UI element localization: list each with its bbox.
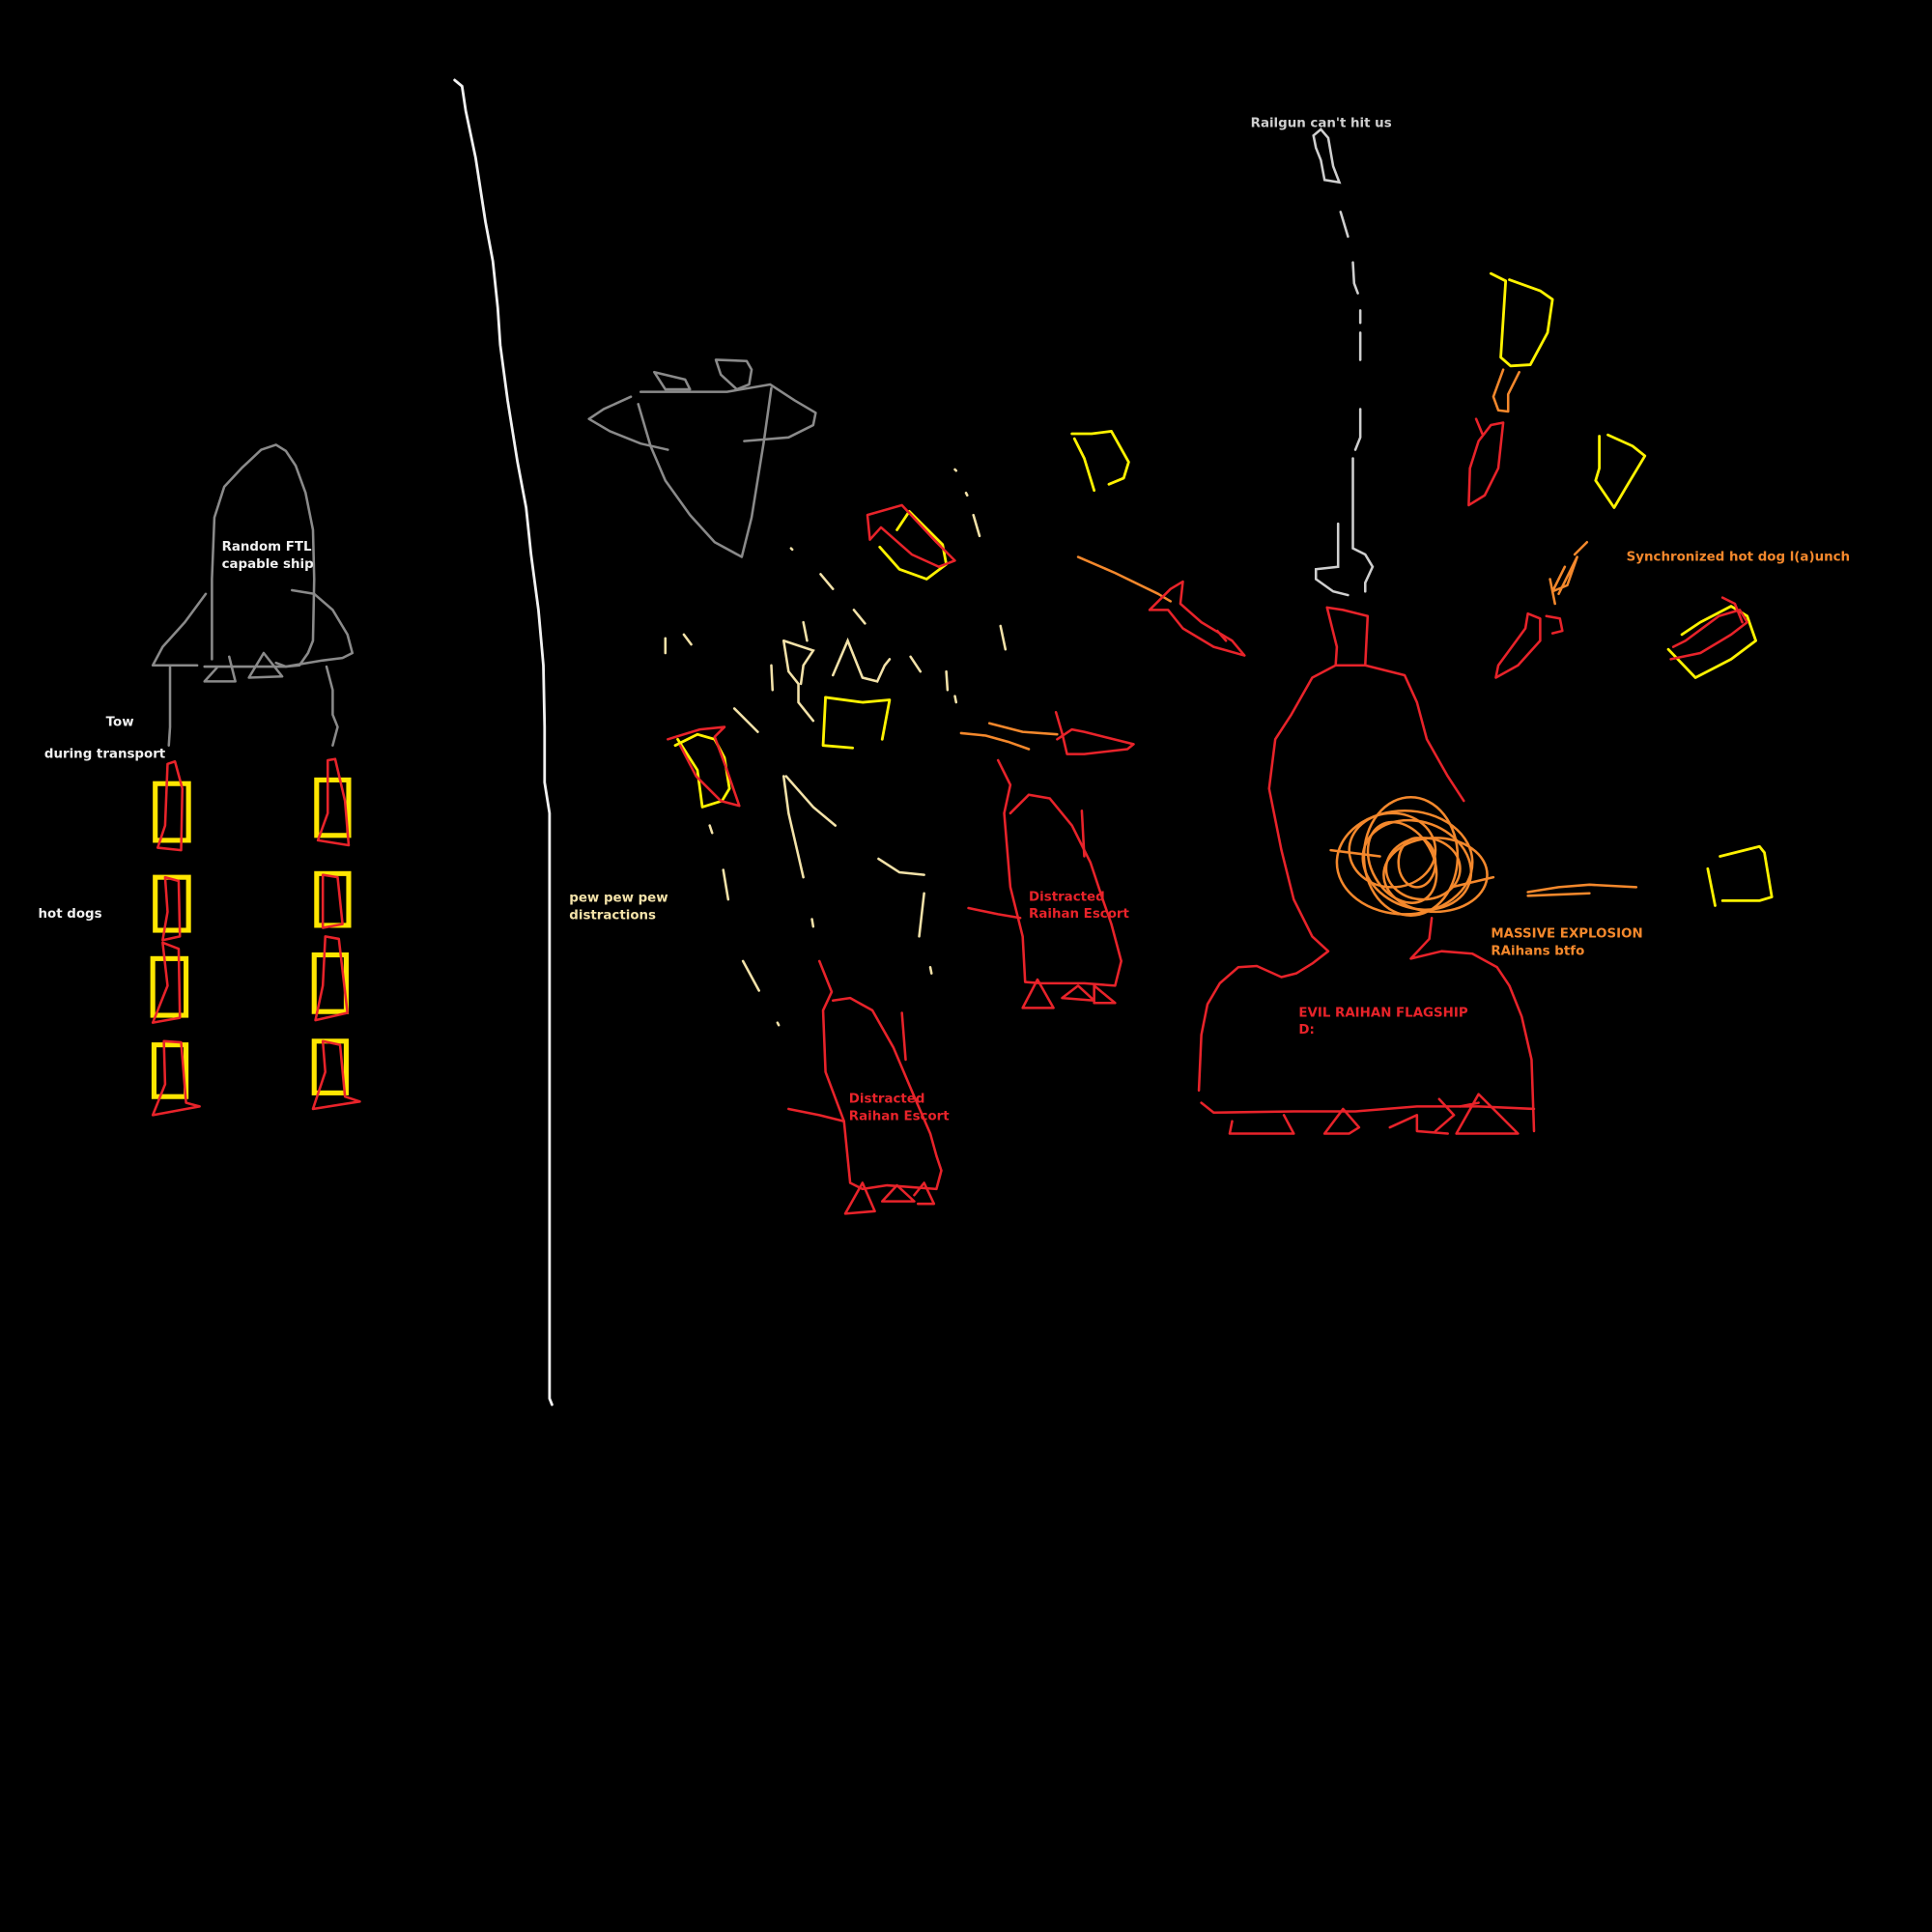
yellow-scribbles [673,271,1774,907]
divider-line [453,78,554,1406]
label-escort2-1: Distracted [849,1093,925,1107]
pew-lines [664,468,1008,1027]
label-escort1-2: Raihan Escort [1029,907,1129,922]
ftl-ship [151,443,355,747]
label-pew-1: pew pew pew [569,892,668,906]
label-hot-dogs: hot dogs [39,907,102,922]
railgun [1312,128,1375,597]
label-flagship-2: D: [1298,1023,1314,1037]
label-explosion-2: RAihans btfo [1491,945,1584,959]
label-pew-2: distractions [569,909,656,923]
label-railgun: Railgun can't hit us [1251,116,1392,130]
label-tow: Tow [106,715,134,729]
hot-dogs-left [150,759,201,1117]
label-ftl-ship-1: Random FTL [222,540,312,554]
hot-dogs-right [311,757,361,1111]
evil-flagship [1197,606,1536,1135]
label-explosion-1: MASSIVE EXPLOSION [1491,927,1642,942]
escort-ship-2 [787,959,943,1215]
label-sync-launch: Synchronized hot dog l(a)unch [1627,550,1850,564]
flying-hot-dogs [667,368,1748,897]
label-escort2-2: Raihan Escort [849,1109,950,1123]
label-flagship-1: EVIL RAIHAN FLAGSHIP [1298,1006,1467,1020]
label-during-transport: during transport [44,747,166,761]
gray-ship [587,358,817,558]
label-escort1-1: Distracted [1029,890,1105,904]
label-ftl-ship-2: capable ship [222,557,314,572]
escort-ship-1 [967,758,1122,1009]
explosion-scribble [1329,795,1495,917]
